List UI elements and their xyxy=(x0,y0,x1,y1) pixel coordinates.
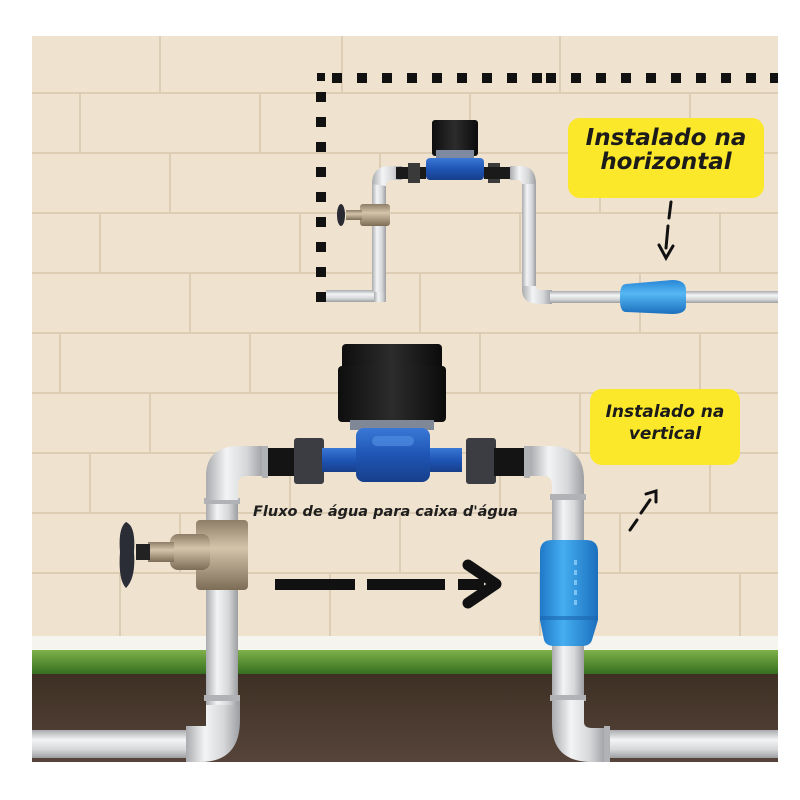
pipe-nut xyxy=(294,438,324,484)
horizontal-installation xyxy=(326,120,778,314)
pipe xyxy=(522,184,536,288)
pipe-nut xyxy=(408,163,420,183)
pipe xyxy=(268,448,298,476)
dotted-corner-frame xyxy=(316,73,778,302)
grass xyxy=(32,650,778,676)
water-meter-small xyxy=(426,120,484,180)
flow-caption: Fluxo de água para caixa d'água xyxy=(253,504,518,520)
pipe-elbow xyxy=(206,446,264,500)
water-meter xyxy=(322,344,462,482)
pipe-nut xyxy=(466,438,496,484)
gate-valve-small xyxy=(337,204,390,226)
pointer-down-icon xyxy=(657,200,675,262)
label-vertical: Instalado na vertical xyxy=(590,389,740,465)
label-horizontal: Instalado na horizontal xyxy=(568,118,764,198)
flow-arrow-icon xyxy=(275,559,502,609)
pipe-elbow xyxy=(372,166,402,186)
pipe-elbow xyxy=(530,446,584,500)
pointer-up-icon xyxy=(628,488,658,532)
vertical-installation xyxy=(32,344,778,762)
gate-valve xyxy=(119,520,248,590)
pipe-elbow xyxy=(186,700,240,762)
pipe-elbow xyxy=(510,166,536,186)
check-valve-horizontal xyxy=(620,280,686,314)
pipe-elbow xyxy=(522,286,552,304)
valve-handle xyxy=(119,522,135,588)
pipe xyxy=(326,290,376,302)
label-vertical-text: Instalado na vertical xyxy=(605,402,725,445)
pipe xyxy=(610,730,778,758)
pipe xyxy=(372,182,386,292)
label-horizontal-text: Instalado na horizontal xyxy=(585,125,747,176)
pipe-elbow xyxy=(552,700,606,762)
pipe xyxy=(484,167,514,179)
pipe xyxy=(494,448,526,476)
check-valve-vertical xyxy=(540,540,598,646)
valve-handle xyxy=(337,204,345,226)
pipe xyxy=(32,730,192,758)
